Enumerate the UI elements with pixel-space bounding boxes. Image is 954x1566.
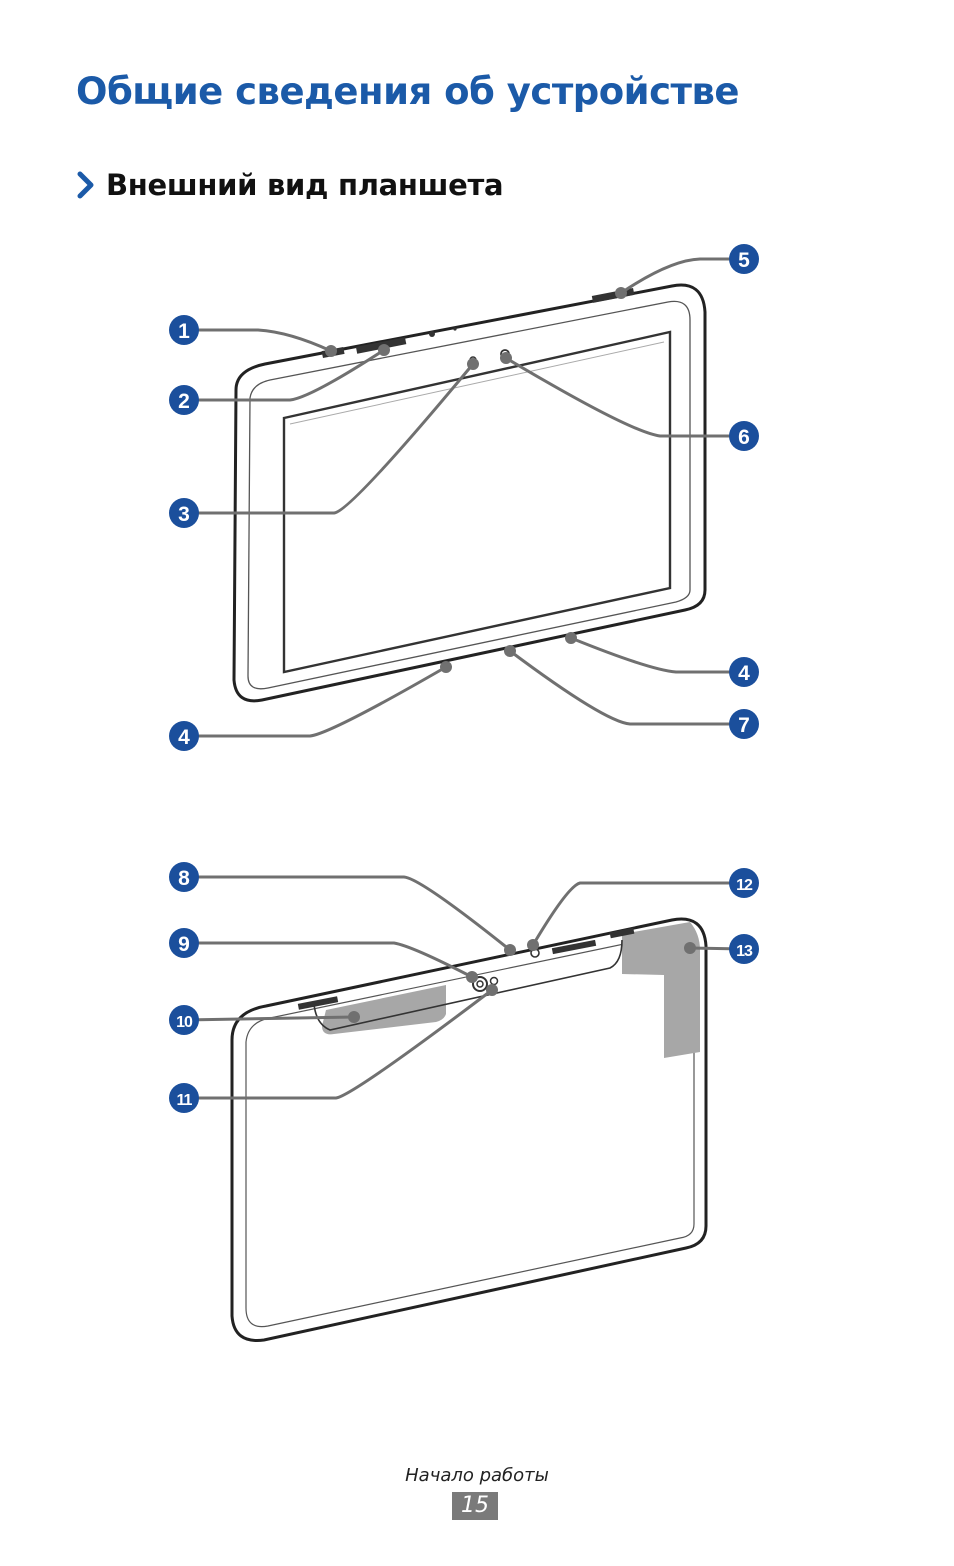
svg-text:4: 4 — [178, 726, 190, 749]
svg-text:4: 4 — [738, 662, 750, 685]
antenna-area — [622, 922, 700, 1058]
callout-2: 2 — [169, 385, 199, 415]
leader-lines — [183, 257, 745, 1100]
svg-text:5: 5 — [738, 249, 750, 272]
footer-section-label: Начало работы — [405, 1465, 549, 1486]
svg-text:13: 13 — [736, 943, 753, 960]
callout-12: 12 — [729, 868, 759, 898]
svg-text:2: 2 — [178, 390, 190, 413]
chevron-right-icon — [77, 171, 94, 199]
svg-text:8: 8 — [178, 867, 190, 890]
callout-7: 7 — [729, 709, 759, 739]
svg-text:11: 11 — [177, 1092, 193, 1109]
callout-6: 6 — [729, 421, 759, 451]
callout-10: 10 — [169, 1005, 199, 1035]
svg-text:3: 3 — [178, 503, 190, 526]
page-title: Общие сведения об устройстве — [76, 70, 739, 113]
svg-text:1: 1 — [178, 320, 190, 343]
callout-3: 3 — [169, 498, 199, 528]
leader-dots — [325, 287, 696, 1023]
section-heading: Внешний вид планшета — [74, 168, 504, 202]
page-number: 15 — [452, 1492, 498, 1520]
svg-text:10: 10 — [176, 1014, 193, 1031]
callout-4-right: 4 — [729, 657, 759, 687]
callout-4-left: 4 — [169, 721, 199, 751]
callout-8: 8 — [169, 862, 199, 892]
svg-text:6: 6 — [738, 426, 750, 449]
callout-9: 9 — [169, 928, 199, 958]
callout-5: 5 — [729, 244, 759, 274]
tablet-back-view — [230, 917, 708, 1342]
callout-1: 1 — [169, 315, 199, 345]
svg-text:7: 7 — [738, 714, 750, 737]
tablet-diagram: 1 2 3 4 5 6 4 7 8 9 10 11 12 13 — [169, 244, 759, 1342]
tablet-front-view — [232, 283, 707, 703]
svg-text:12: 12 — [736, 877, 753, 894]
svg-text:9: 9 — [178, 933, 190, 956]
rear-camera — [472, 976, 488, 992]
section-title: Внешний вид планшета — [106, 168, 504, 202]
callout-13: 13 — [729, 934, 759, 964]
callout-11: 11 — [169, 1083, 199, 1113]
